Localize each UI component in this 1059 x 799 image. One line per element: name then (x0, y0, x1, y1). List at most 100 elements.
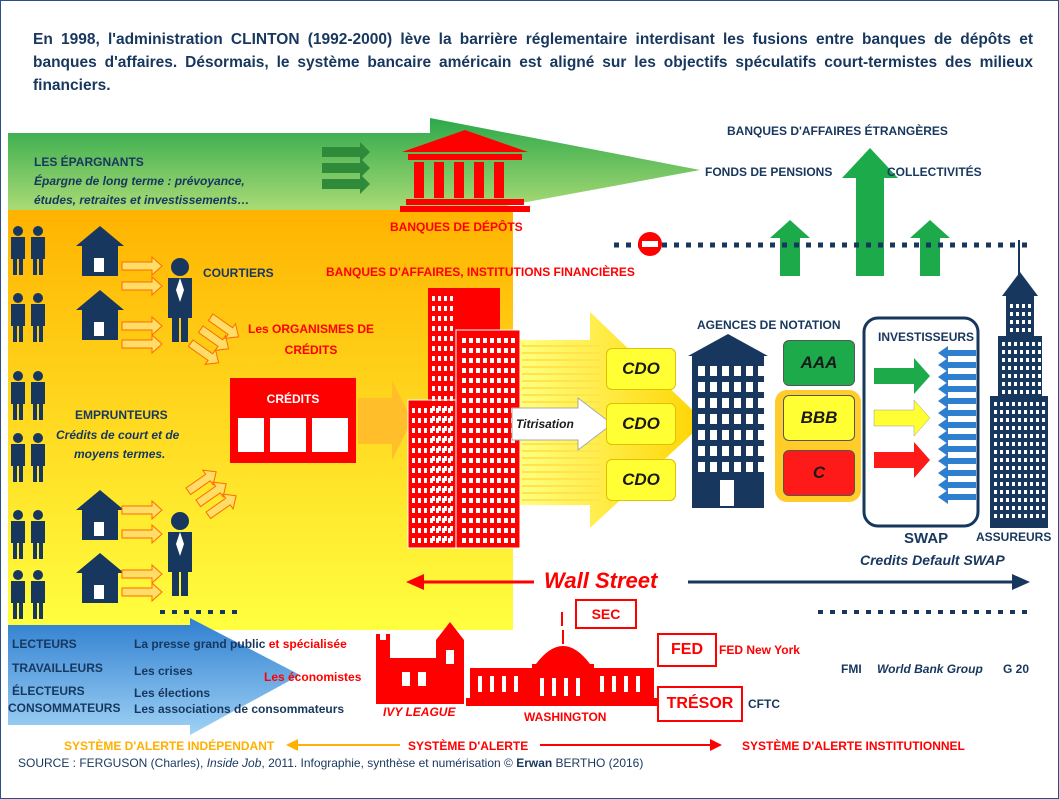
agency-window (734, 446, 741, 456)
tower-window (436, 418, 439, 423)
insurer-window (1028, 320, 1031, 324)
collectivities-label: COLLECTIVITÉS (887, 165, 982, 179)
tower-window (462, 398, 466, 403)
insurer-window (1006, 474, 1009, 478)
tower-window (462, 498, 466, 503)
agency-window (758, 398, 765, 408)
tower-window (462, 448, 466, 453)
tower-window (450, 516, 453, 521)
tower-window (490, 458, 494, 463)
insurer-window (1018, 450, 1021, 454)
tower-window (436, 458, 439, 463)
tower-window (430, 508, 433, 513)
tower-window (511, 478, 515, 483)
tower-window (504, 478, 508, 483)
alert-arrows (286, 739, 722, 751)
insurer-window (1014, 366, 1017, 370)
tower-window (450, 466, 453, 471)
tower-window (497, 508, 501, 513)
tower-window (432, 296, 435, 301)
insurer-window (1002, 382, 1005, 386)
swap-small-arrow (938, 358, 976, 372)
insurer-window (1008, 374, 1011, 378)
insurer-window (1036, 458, 1039, 462)
tower-window (490, 508, 494, 513)
tower-window (444, 316, 447, 321)
tower-window (511, 488, 515, 493)
tower-window (469, 388, 473, 393)
agency-window (758, 446, 765, 456)
tower-window (412, 428, 415, 433)
tower-window (450, 376, 453, 381)
tower-window (412, 528, 415, 533)
insurer-window (1018, 482, 1021, 486)
tower-window (424, 408, 427, 413)
tower-window (450, 306, 453, 311)
insurer-window (1012, 466, 1015, 470)
insurer-window (1008, 382, 1011, 386)
foreign-banks-label: BANQUES D'AFFAIRES ÉTRANGÈRES (727, 124, 948, 138)
tower-window (436, 448, 439, 453)
tower-window (424, 458, 427, 463)
insurer-window (1000, 482, 1003, 486)
associations-label: Les associations de consommateurs (134, 702, 345, 716)
tower-window (497, 458, 501, 463)
tower-window (450, 536, 453, 541)
tower-window (462, 438, 466, 443)
agency-window (710, 366, 717, 376)
tower-window (490, 488, 494, 493)
tower-window (469, 478, 473, 483)
tower-window (511, 398, 515, 403)
tower-window (483, 428, 487, 433)
insurer-window (1024, 490, 1027, 494)
agency-window (734, 366, 741, 376)
tower-window (469, 448, 473, 453)
tower-window (438, 316, 441, 321)
deposit-banks-label: BANQUES DE DÉPÔTS (390, 220, 523, 234)
tower-window (497, 368, 501, 373)
insurer-window (1018, 498, 1021, 502)
tower-window (483, 538, 487, 543)
insurer-window (1008, 366, 1011, 370)
insurer-window (1022, 320, 1025, 324)
agency-window (710, 382, 717, 392)
insurer-window (1020, 390, 1023, 394)
tower-window (444, 496, 447, 501)
tower-window (444, 356, 447, 361)
insurer-window (1012, 402, 1015, 406)
tower-window (469, 378, 473, 383)
insurer-window (1000, 450, 1003, 454)
tower-window (442, 498, 445, 503)
tower-window (438, 406, 441, 411)
sec-box: SEC (575, 599, 637, 629)
insurer-window (1016, 328, 1019, 332)
public-travailleurs: TRAVAILLEURS (12, 661, 103, 675)
agency-window (698, 382, 705, 392)
tower-window (418, 418, 421, 423)
tower-window (469, 408, 473, 413)
tower-window (432, 306, 435, 311)
tower-window (424, 518, 427, 523)
tresor-box: TRÉSOR (657, 686, 743, 722)
insurer-window (1000, 442, 1003, 446)
tower-window (430, 448, 433, 453)
credits-building (230, 378, 356, 463)
insurer-window (1000, 514, 1003, 518)
titrisation-label: Titrisation (516, 417, 574, 431)
tower-window (497, 338, 501, 343)
tower-window (438, 426, 441, 431)
tower-window (462, 488, 466, 493)
tower-window (483, 368, 487, 373)
tower-window (490, 408, 494, 413)
insurer-window (1000, 466, 1003, 470)
insurer-window (1026, 358, 1029, 362)
tower-window (462, 458, 466, 463)
agency-window (722, 366, 729, 376)
tower-window (497, 498, 501, 503)
world-bank-label: World Bank Group (877, 662, 983, 676)
insurer-window (1042, 482, 1045, 486)
tower-window (444, 346, 447, 351)
insurer-window (1012, 418, 1015, 422)
swap-small-arrow (938, 382, 976, 396)
agency-window (722, 430, 729, 440)
